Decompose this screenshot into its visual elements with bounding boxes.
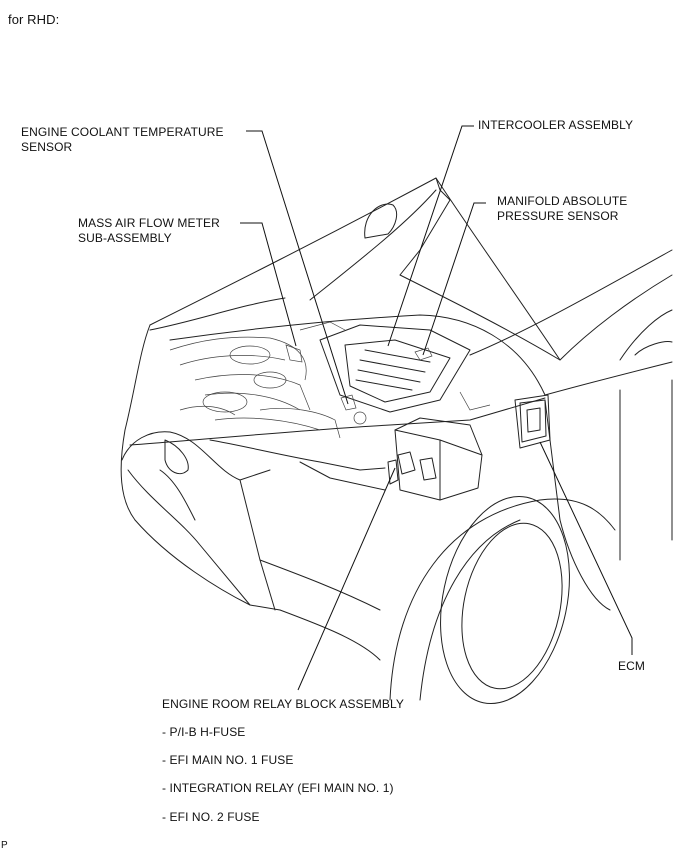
maf-label-line1: MASS AIR FLOW METER (78, 216, 220, 230)
label-ecm: ECM (618, 659, 645, 673)
label-intercooler-assembly: INTERCOOLER ASSEMBLY (478, 118, 634, 132)
label-manifold-absolute-pressure-sensor: MANIFOLD ABSOLUTE PRESSURE SENSOR (497, 194, 627, 224)
leader-intercooler (387, 125, 474, 347)
engine-components (169, 321, 491, 439)
leader-maf (240, 222, 297, 347)
engine-bay-edge (129, 297, 546, 446)
relay-item: - EFI MAIN NO. 1 FUSE (162, 753, 294, 767)
leader-map (422, 202, 486, 356)
label-engine-room-relay-block: ENGINE ROOM RELAY BLOCK ASSEMBLY (162, 697, 404, 711)
maf-label-line2: SUB-ASSEMBLY (78, 231, 172, 245)
front-wheel (389, 495, 616, 705)
intercooler-body (319, 324, 471, 413)
body-outline (469, 249, 673, 611)
relay-block (387, 417, 483, 501)
side-mirror (364, 203, 398, 239)
label-engine-coolant-temperature-sensor: ENGINE COOLANT TEMPERATURE SENSOR (21, 125, 224, 155)
front-fascia (120, 324, 386, 661)
map-label-line1: MANIFOLD ABSOLUTE (497, 194, 628, 208)
relay-item: - P/I-B H-FUSE (162, 725, 246, 739)
label-mass-air-flow-meter: MASS AIR FLOW METER SUB-ASSEMBLY (78, 216, 220, 246)
hood-outline (149, 177, 561, 361)
leader-relay (297, 467, 396, 691)
leader-ecm (539, 441, 633, 655)
ecm-module (514, 394, 551, 449)
page-title: for RHD: (8, 12, 60, 27)
ect-label-line1: ENGINE COOLANT TEMPERATURE (21, 125, 224, 139)
ect-label-line2: SENSOR (21, 140, 73, 154)
relay-item: - INTEGRATION RELAY (EFI MAIN NO. 1) (162, 781, 394, 795)
relay-item: - EFI NO. 2 FUSE (162, 810, 260, 824)
figure-code: P (1, 840, 8, 851)
map-label-line2: PRESSURE SENSOR (497, 209, 619, 223)
leader-ect (246, 130, 349, 405)
